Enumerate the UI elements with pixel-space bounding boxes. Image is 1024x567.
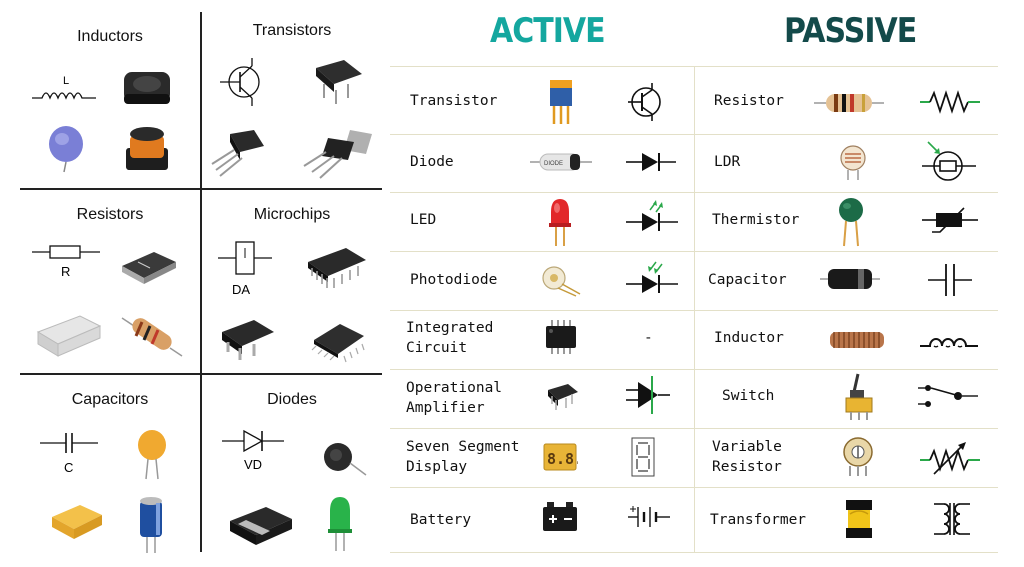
diode-symbol-icon: VD — [222, 429, 284, 472]
transistor-symbol-icon — [220, 58, 260, 106]
capacitor-part-icon — [820, 269, 880, 289]
resistor-symbol-icon: R — [32, 245, 100, 278]
smd-transistor-part-icon — [316, 60, 362, 104]
passive-label-thermistor: Thermistor — [712, 212, 800, 228]
passive-header: PASSIVE — [784, 11, 917, 52]
axial-resistor-part-icon — [121, 317, 183, 357]
cell-diodes: Diodes VD — [202, 375, 382, 553]
ldr-symbol-icon — [922, 141, 976, 181]
led-symbol-icon — [626, 200, 678, 231]
cell-capacitors: Capacitors C — [20, 375, 200, 553]
cell-title: Diodes — [267, 391, 317, 408]
passive-label-transformer: Transformer — [710, 512, 807, 528]
active-label-operational-amplifier: Operational Amplifier — [406, 380, 503, 416]
passive-label-inductor: Inductor — [714, 330, 784, 346]
thermistor-symbol-icon — [922, 207, 978, 233]
component-table: Transistor Diode DIODE LED — [390, 66, 998, 553]
passive-label-ldr: LDR — [714, 154, 741, 170]
svg-text:R: R — [61, 264, 70, 278]
active-label-diode: Diode — [410, 154, 454, 170]
capacitor-symbol-icon — [928, 264, 972, 296]
photodiode-symbol-icon — [626, 261, 678, 293]
to220-transistor-part-icon — [303, 130, 372, 179]
svg-text:DIODE: DIODE — [544, 161, 563, 167]
svg-text:DA: DA — [232, 282, 250, 297]
cell-title: Capacitors — [71, 391, 149, 408]
to92-transistor-part-icon — [211, 130, 264, 177]
variable-resistor-symbol-icon — [920, 442, 980, 475]
ceramic-capacitor-part-icon — [138, 430, 166, 480]
transformer-part-icon — [846, 500, 872, 538]
electrolytic-capacitor-part-icon — [140, 497, 162, 553]
smd-diode-part-icon — [230, 507, 292, 545]
active-label-battery: Battery — [410, 512, 472, 528]
svg-text:L: L — [63, 75, 69, 87]
switch-symbol-icon — [918, 385, 978, 407]
transformer-symbol-icon — [934, 503, 970, 535]
grid-divider-vertical — [200, 12, 202, 552]
cell-resistors: Resistors R — [20, 190, 200, 368]
active-label-integrated-circuit: Integrated Circuit — [406, 320, 494, 356]
cell-title: Microchips — [253, 206, 331, 223]
dip-chip-part-icon — [308, 248, 366, 288]
column-divider — [694, 66, 695, 553]
battery-symbol-icon — [628, 506, 670, 527]
sot-chip-part-icon — [222, 320, 274, 360]
svg-text:C: C — [64, 460, 73, 475]
battery-part-icon — [543, 502, 577, 531]
cell-title: Transistors — [252, 22, 332, 39]
passive-label-variable-resistor: Variable Resistor — [712, 439, 782, 475]
thermistor-part-icon — [839, 198, 863, 247]
diode-symbol-icon — [626, 153, 676, 171]
active-label-transistor: Transistor — [410, 93, 498, 109]
capacitor-symbol-icon: C — [40, 433, 98, 475]
variable-resistor-part-icon — [843, 437, 873, 476]
cement-resistor-part-icon — [36, 315, 102, 357]
inductor-part-icon — [830, 332, 884, 348]
svg-text:VD: VD — [244, 457, 262, 472]
seven-segment-display-symbol-icon — [631, 437, 655, 477]
grid-divider-horizontal — [20, 373, 382, 375]
active-label-led: LED — [410, 212, 437, 228]
cell-title: Resistors — [76, 206, 144, 223]
led-part-icon — [549, 199, 571, 246]
cell-title: Inductors — [77, 28, 143, 45]
green-led-part-icon — [328, 497, 352, 551]
operational-amplifier-symbol-icon — [626, 376, 670, 414]
inductor-symbol-icon — [920, 338, 978, 348]
axial-diode-part-icon — [324, 443, 367, 476]
transistor-part-icon — [550, 80, 572, 124]
transistor-symbol-icon — [628, 83, 661, 121]
svg-text:8.8.: 8.8. — [547, 450, 578, 468]
cell-transistors: Transistors — [202, 12, 382, 190]
chip-symbol-icon: DA — [218, 241, 272, 297]
photodiode-part-icon — [542, 266, 581, 297]
resistor-symbol-icon — [920, 90, 980, 114]
inductor-symbol-icon: L — [32, 75, 96, 100]
passive-label-capacitor: Capacitor — [708, 272, 787, 288]
switch-part-icon — [845, 373, 873, 420]
smd-inductor-part-icon — [124, 72, 170, 104]
passive-label-switch: Switch — [722, 388, 775, 404]
passive-label-resistor: Resistor — [714, 93, 784, 109]
ldr-part-icon — [840, 145, 866, 180]
toroid-inductor-part-icon — [126, 127, 168, 170]
smd-resistor-part-icon — [122, 252, 176, 284]
resistor-part-icon — [814, 94, 884, 112]
ferrite-inductor-part-icon — [49, 126, 83, 173]
component-grid: Inductors L Transistors — [20, 12, 382, 557]
active-label-seven-segment-display: Seven Segment Display — [406, 439, 520, 475]
active-label-photodiode: Photodiode — [410, 272, 498, 288]
cell-microchips: Microchips DA — [202, 190, 382, 368]
integrated-circuit-part-icon — [546, 320, 576, 354]
active-header: ACTIVE — [490, 11, 606, 52]
operational-amplifier-part-icon — [548, 384, 578, 410]
grid-divider-horizontal — [20, 188, 382, 190]
tantalum-capacitor-part-icon — [52, 505, 102, 539]
qfp-chip-part-icon — [311, 324, 365, 363]
seven-segment-display-part-icon: 8.8. — [543, 443, 578, 471]
integrated-circuit-symbol-text: - — [644, 330, 653, 346]
cell-inductors: Inductors L — [20, 12, 200, 190]
diode-part-icon: DIODE — [530, 153, 592, 171]
